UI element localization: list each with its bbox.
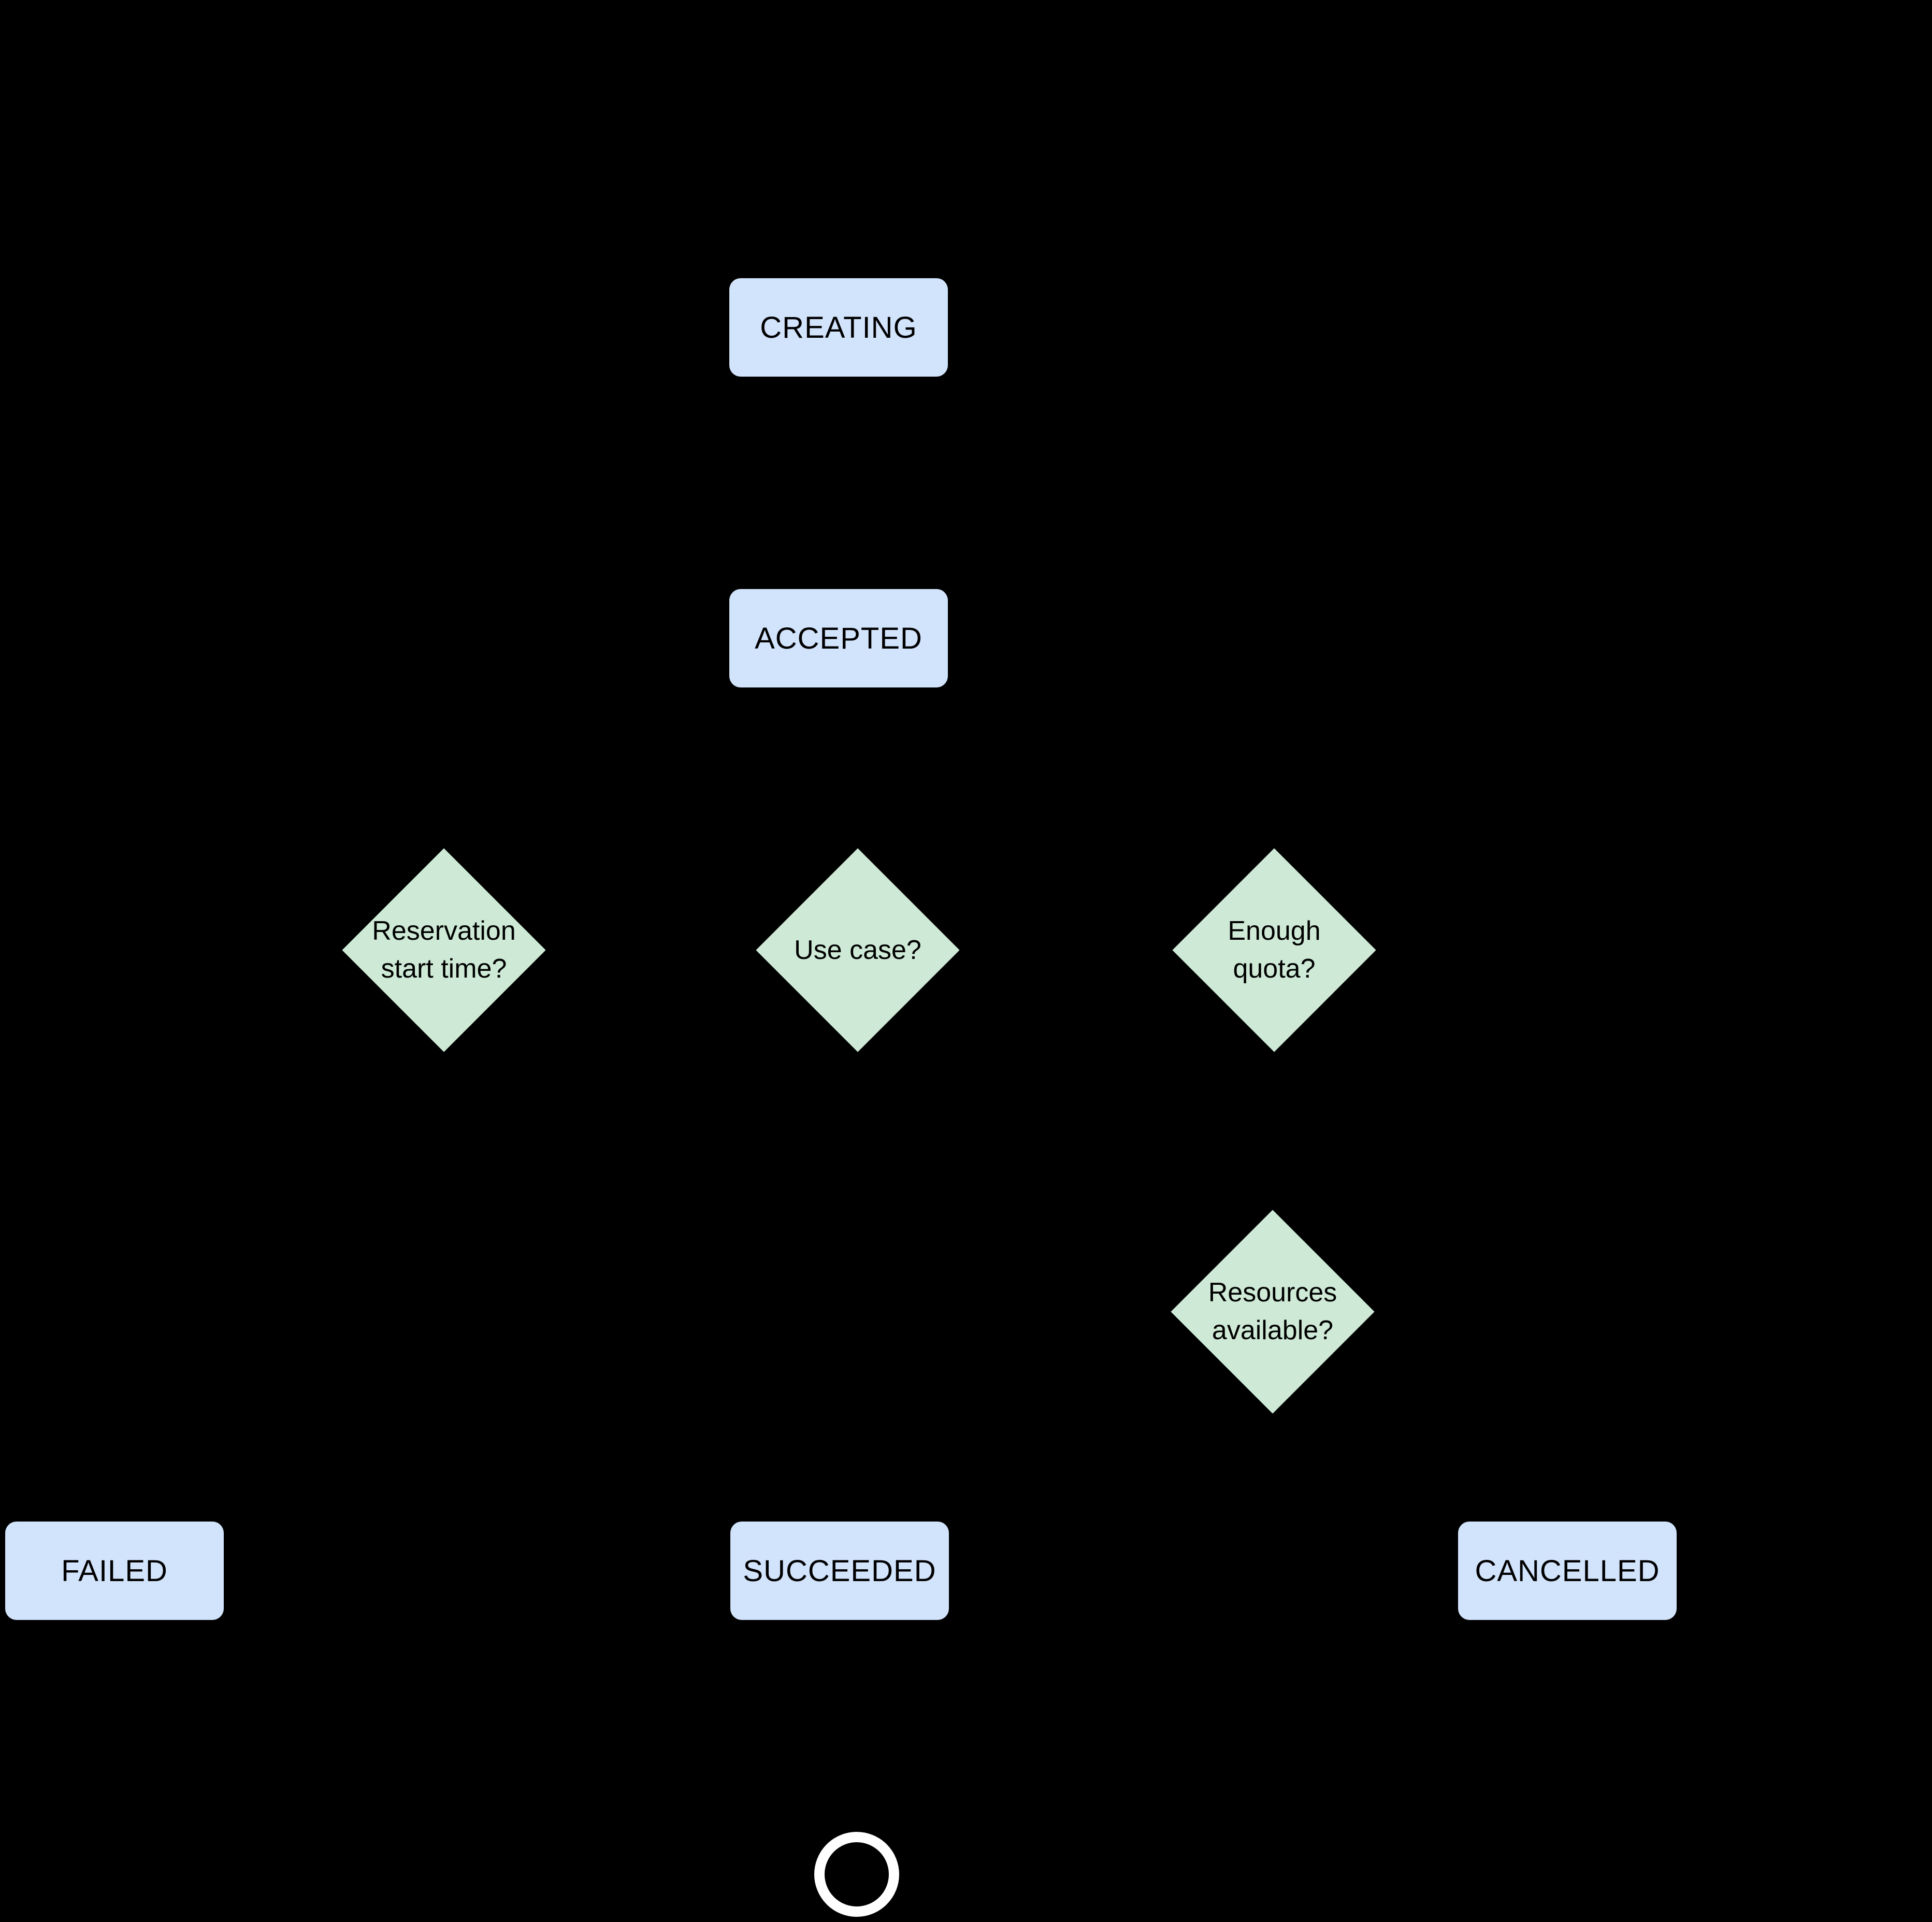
- state-node-cancelled: CANCELLED: [1458, 1522, 1677, 1620]
- terminal-state-circle-icon: [814, 1832, 899, 1917]
- decision-label-line1: Enough: [1228, 916, 1321, 946]
- decision-label-reservation-start-time: Reservation start time?: [372, 878, 516, 1022]
- decision-node-enough-quota: Enough quota?: [1172, 848, 1376, 1052]
- state-label-accepted: ACCEPTED: [755, 621, 922, 655]
- decision-label-line1: Reservation: [372, 916, 516, 946]
- decision-label-line1: Resources: [1208, 1278, 1337, 1308]
- state-label-cancelled: CANCELLED: [1475, 1554, 1660, 1588]
- state-node-accepted: ACCEPTED: [729, 589, 948, 687]
- state-node-succeeded: SUCCEEDED: [730, 1522, 949, 1620]
- decision-node-resources-available: Resources available?: [1171, 1210, 1375, 1414]
- decision-label-use-case: Use case?: [786, 878, 930, 1022]
- decision-label-line2: start time?: [381, 954, 507, 984]
- state-label-creating: CREATING: [760, 310, 917, 345]
- decision-label-enough-quota: Enough quota?: [1202, 878, 1346, 1022]
- decision-label-line1: Use case?: [794, 935, 921, 965]
- decision-label-resources-available: Resources available?: [1201, 1240, 1345, 1384]
- state-label-failed: FAILED: [61, 1554, 168, 1588]
- state-node-failed: FAILED: [5, 1522, 224, 1620]
- decision-label-line2: quota?: [1233, 954, 1316, 984]
- state-node-creating: CREATING: [729, 278, 948, 377]
- state-label-succeeded: SUCCEEDED: [743, 1554, 936, 1588]
- decision-node-use-case: Use case?: [756, 848, 960, 1052]
- decision-node-reservation-start-time: Reservation start time?: [342, 848, 546, 1052]
- decision-label-line2: available?: [1212, 1315, 1334, 1345]
